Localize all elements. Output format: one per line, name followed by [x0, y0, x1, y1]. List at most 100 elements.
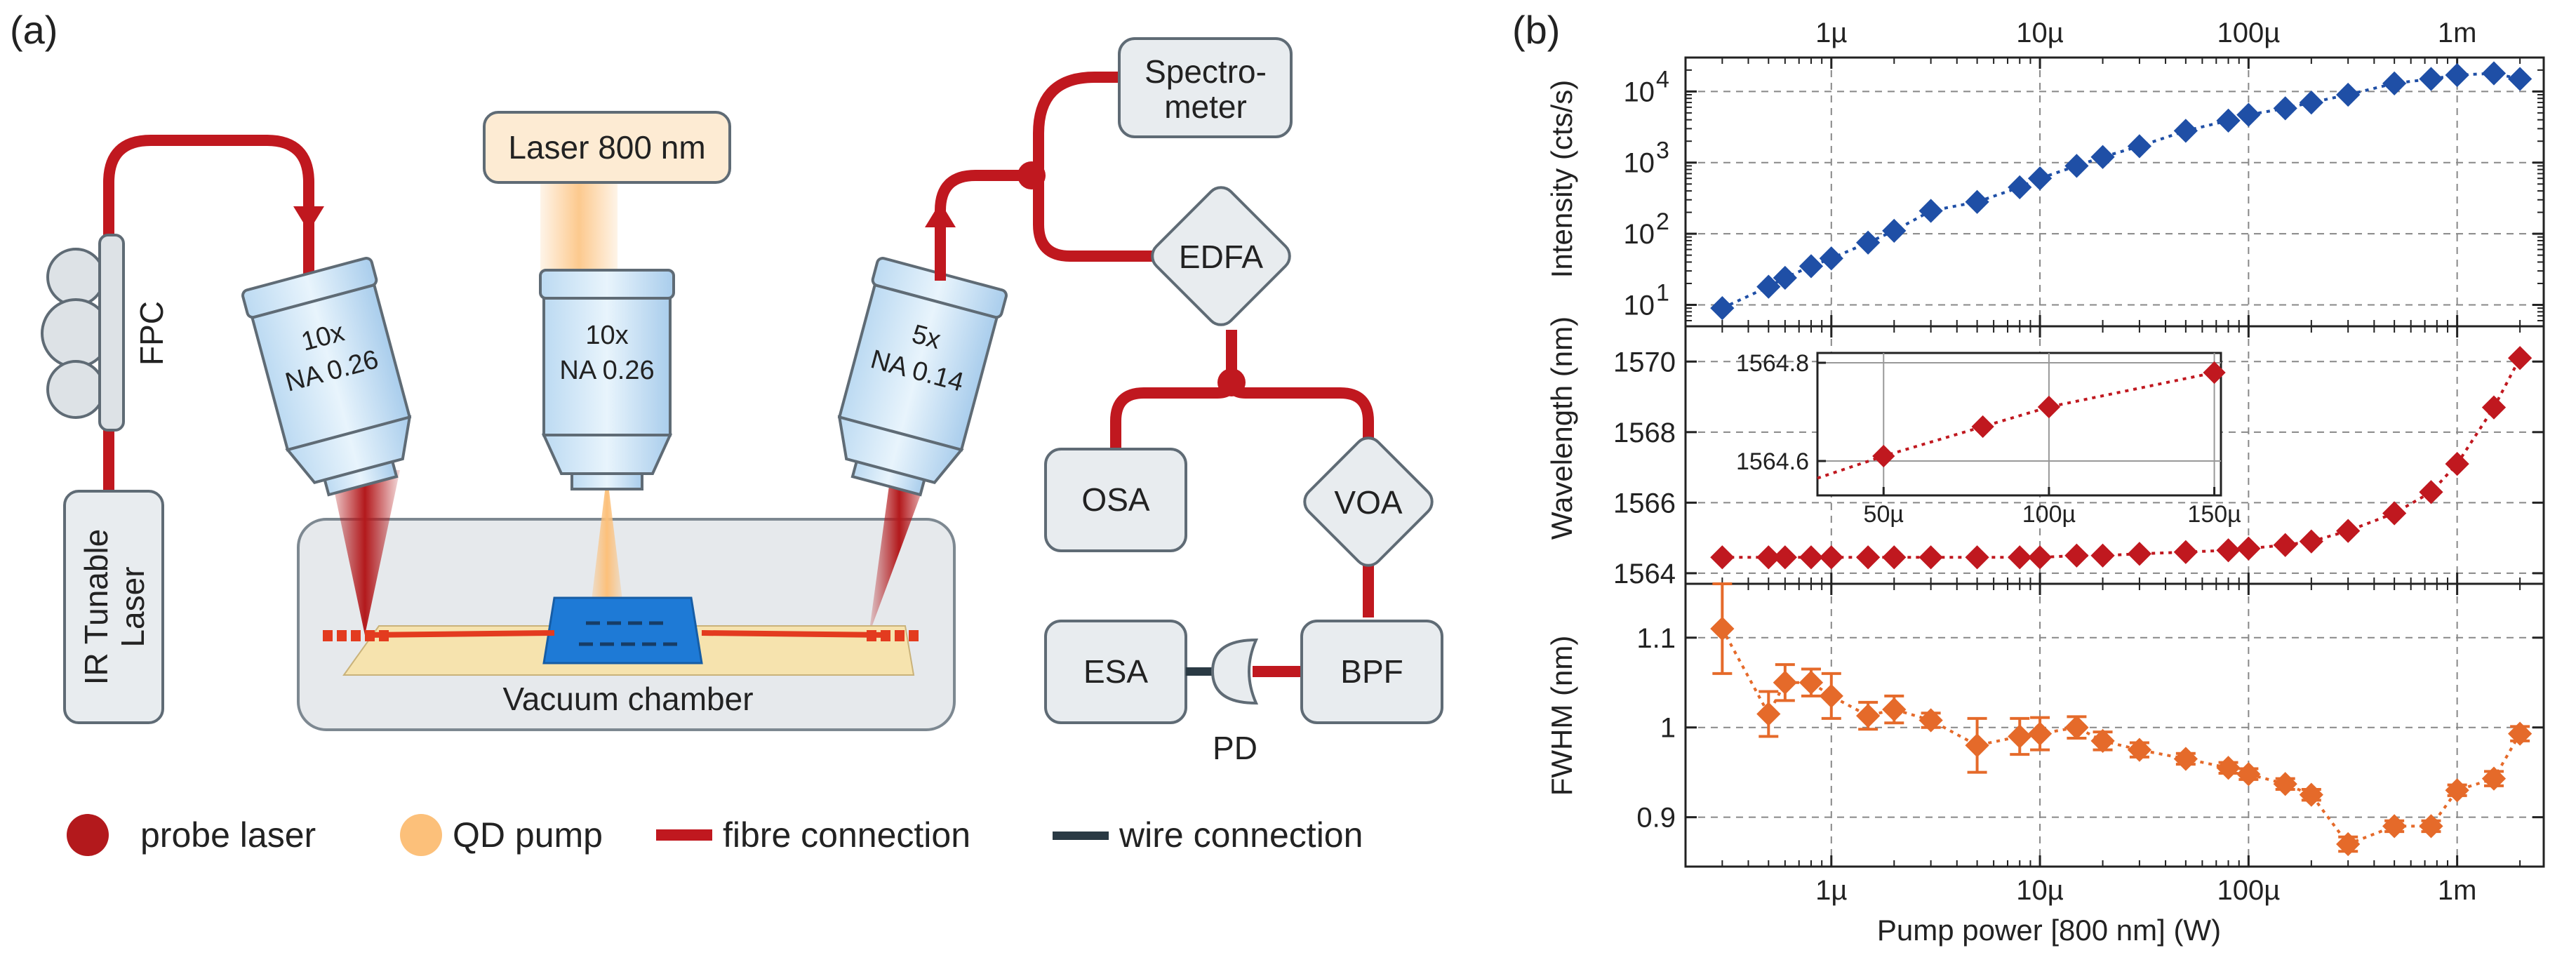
data-point: [1918, 708, 1943, 733]
data-point: [1965, 545, 1989, 570]
qd-membrane: [542, 596, 703, 665]
data-point: [1756, 702, 1781, 726]
data-point: [2336, 832, 2361, 857]
data-point: [1773, 265, 1797, 290]
data-point: [2064, 154, 2089, 178]
panel-a-label: (a): [10, 8, 58, 52]
ir-laser-label-1: IR Tunable: [78, 529, 114, 685]
inset-frame: [1816, 352, 2222, 497]
data-point: [2173, 747, 2198, 771]
data-point: [2127, 737, 2152, 762]
laser-800-box: [483, 111, 731, 184]
data-point: [1710, 545, 1735, 570]
legend-fibre-label: fibre connection: [723, 815, 970, 855]
data-point: [2236, 536, 2261, 561]
inset-x-tick-label: 50µ: [1864, 501, 1904, 528]
data-point: [2419, 814, 2443, 839]
data-point: [2064, 543, 2089, 568]
data-point: [2481, 61, 2507, 86]
data-point: [1773, 545, 1797, 570]
y-tick-label: 1.1: [1636, 623, 1676, 654]
spectrometer-box: [1118, 37, 1293, 138]
inset-data-point: [1971, 415, 1994, 439]
legend: probe laser QD pump fibre connection wir…: [67, 814, 1363, 856]
legend-probe-swatch: [67, 814, 109, 856]
pd-label: PD: [1213, 730, 1257, 766]
data-point: [2382, 501, 2407, 526]
bpf-label: BPF: [1340, 653, 1403, 690]
series-line: [1721, 72, 2521, 309]
probe-beam-right: [869, 470, 930, 635]
data-point: [2008, 175, 2032, 200]
y-tick-label: 1: [1660, 713, 1676, 744]
fwhm-y-label: FWHM (nm): [1545, 636, 1578, 796]
plot-frame: [1684, 582, 2545, 868]
fibre-input: [103, 135, 314, 495]
x-axis-label: Pump power [800 nm] (W): [1877, 914, 2221, 947]
data-point: [1710, 296, 1735, 321]
data-point: [2027, 545, 2053, 570]
wavelength-y-label: Wavelength (nm): [1545, 316, 1578, 540]
fibre-osa: [1110, 330, 1237, 453]
y-tick-label: 10: [1624, 148, 1655, 179]
inset-y-tick-label: 1564.8: [1736, 350, 1809, 377]
data-point: [1882, 697, 1907, 722]
osa-label: OSA: [1081, 481, 1149, 518]
splitter-1: [1017, 161, 1046, 189]
data-point: [1819, 683, 1843, 709]
fibre-arrow-up: [925, 202, 956, 227]
fpc-label: FPC: [133, 301, 170, 366]
data-point: [2027, 721, 2053, 746]
edfa-label: EDFA: [1179, 239, 1263, 275]
osa-box: [1044, 448, 1187, 552]
objective-center-na: NA 0.26: [559, 356, 654, 385]
data-point: [2299, 529, 2323, 554]
data-point: [1856, 230, 1881, 255]
fibre-edfa: [1029, 170, 1165, 262]
edfa-box: [1151, 186, 1291, 326]
data-point: [2445, 62, 2469, 88]
data-point: [1773, 670, 1797, 695]
data-point: [1965, 189, 1989, 214]
series-line: [1721, 628, 2521, 846]
data-point: [2273, 96, 2297, 121]
x-top-tick-label: 1µ: [1815, 18, 1847, 48]
data-point: [2008, 724, 2032, 749]
data-point: [2090, 543, 2115, 568]
y-tick-exponent: 3: [1656, 138, 1669, 164]
pd-shape: [1210, 638, 1259, 705]
data-point: [2419, 67, 2443, 91]
panel-b: (b) Pump power [800 nm] (W) Intensity (c…: [1512, 8, 2545, 947]
data-point: [2027, 166, 2053, 191]
y-tick-label: 0.9: [1636, 803, 1676, 834]
spectrometer-label-2: meter: [1164, 88, 1247, 125]
y-tick-exponent: 4: [1656, 66, 1669, 93]
data-point: [2508, 346, 2532, 370]
inset-data-point: [2203, 361, 2226, 385]
grating-left: [323, 630, 389, 641]
data-point: [2216, 538, 2241, 563]
objective-center: 10x NA 0.26: [539, 269, 675, 490]
x-bottom-tick-label: 1m: [2438, 875, 2477, 906]
data-point: [2336, 82, 2361, 107]
data-point: [1710, 616, 1735, 641]
data-point: [2236, 102, 2261, 127]
data-point: [2336, 519, 2361, 543]
data-point: [2008, 545, 2032, 570]
data-point: [2382, 71, 2407, 95]
data-point: [2064, 715, 2089, 740]
data-point: [1882, 545, 1907, 570]
y-tick-label: 1568: [1613, 418, 1676, 448]
data-point: [2273, 772, 2297, 796]
x-top-tick-label: 1m: [2438, 18, 2477, 48]
voa-box: [1303, 436, 1434, 567]
legend-wire-swatch: [1053, 832, 1109, 840]
data-point: [2216, 108, 2241, 133]
data-point: [2445, 778, 2469, 803]
data-point: [1756, 274, 1781, 299]
intensity-y-label: Intensity (cts/s): [1545, 80, 1578, 278]
esa-label: ESA: [1083, 653, 1148, 690]
y-tick-exponent: 1: [1656, 279, 1669, 306]
spectrometer-label-1: Spectro-: [1144, 53, 1267, 90]
